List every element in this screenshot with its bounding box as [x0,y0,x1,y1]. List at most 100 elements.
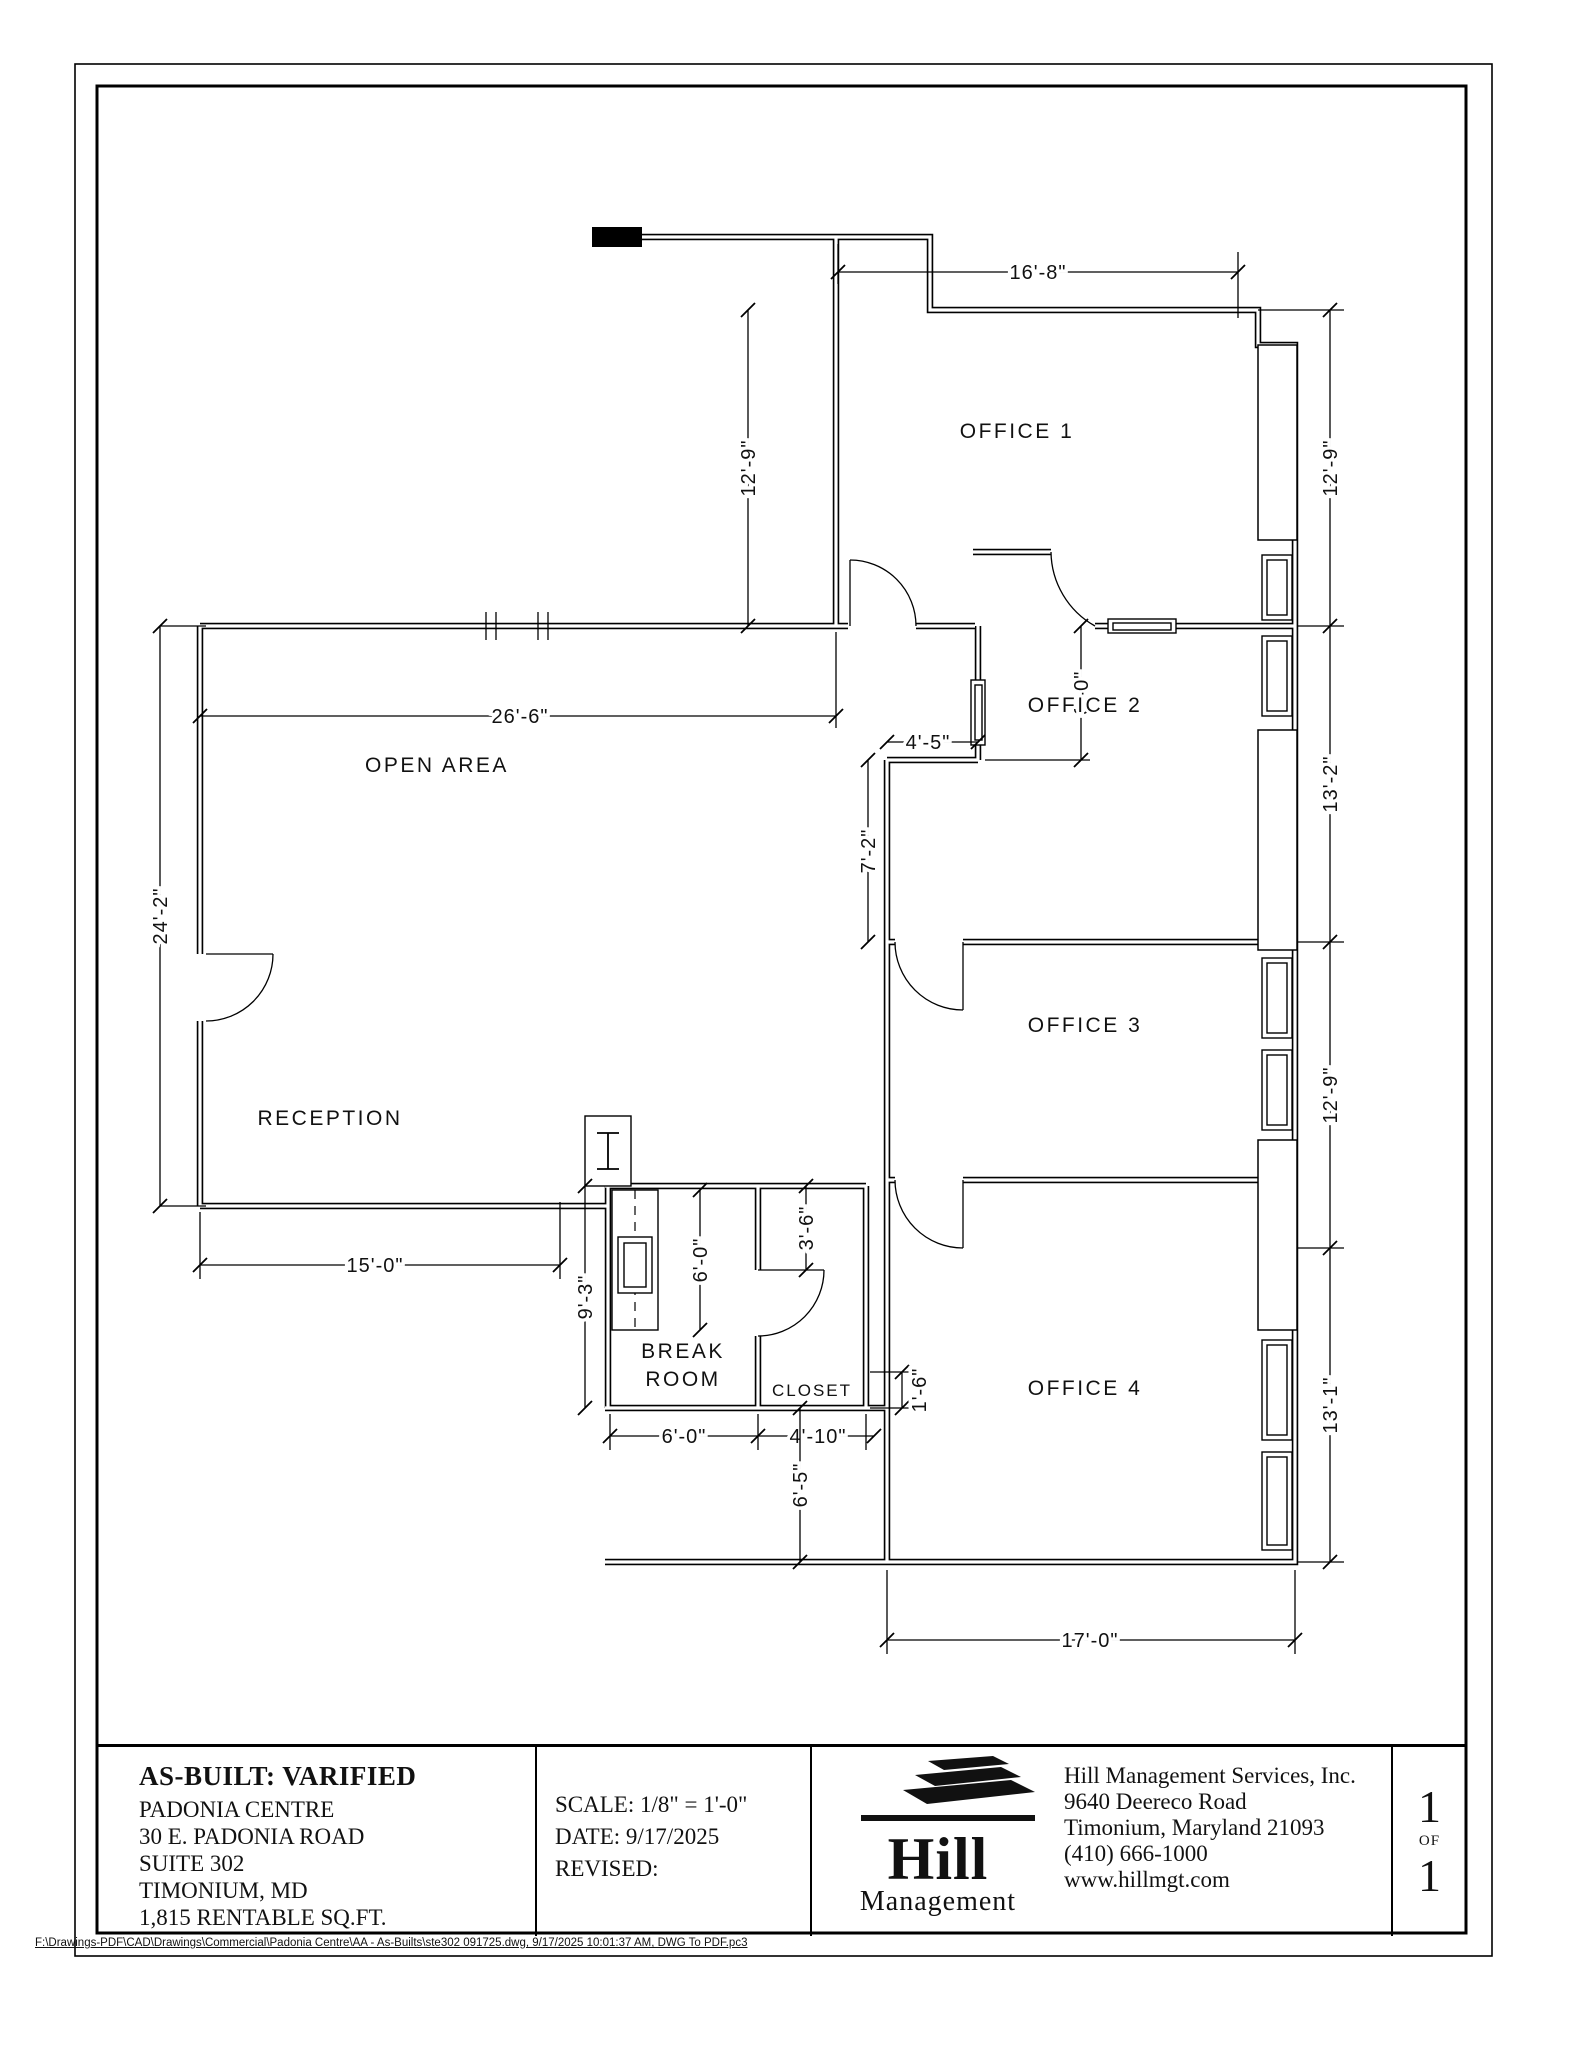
dim-entry-jog: 4'-5" [879,729,986,758]
dim-text: 15'-0" [347,1255,404,1277]
dim-text: 16'-8" [1010,262,1067,284]
rentable-area: 1,815 RENTABLE SQ.FT. [139,1905,387,1930]
sheet-number-box: 1 OF 1 [1393,1747,1466,1936]
dim-text: 12'-9" [738,440,760,497]
room-label-break-2: ROOM [645,1368,720,1391]
dim-office4-width: 17'-0" [879,1627,1303,1656]
company-city: Timonium, Maryland 21093 [1064,1815,1325,1840]
room-label-office4: OFFICE 4 [1028,1377,1143,1400]
right-wall-piers [1257,344,1298,1331]
dim-text: 12'-9" [1320,440,1342,497]
door-closet [757,1269,825,1337]
entry-sidelight [1107,618,1177,634]
dim-text: 4'-5" [906,732,951,754]
dim-reception-height: 24'-2" [147,618,176,1214]
company-website: www.hillmgt.com [1064,1867,1230,1892]
dim-entry-depth: 6'-0" [1068,618,1097,768]
title-block-scale-info: SCALE: 1/8" = 1'-0" DATE: 9/17/2025 REVI… [537,1747,812,1936]
party-wall-stub [592,227,642,247]
dim-office2-right: 13'-2" [1317,626,1346,950]
door-office3 [894,941,964,1011]
scale-note: SCALE: 1/8" = 1'-0" [555,1792,748,1817]
dim-text: 12'-9" [1320,1067,1342,1124]
dim-top-width: 16'-8" [830,259,1246,288]
dim-text: 17'-0" [1062,1630,1119,1652]
logo-subtitle: Management [859,1886,1017,1917]
dim-office1-left: 12'-9" [735,302,764,634]
room-labels: OFFICE 1 OFFICE 2 OFFICE 3 OFFICE 4 OPEN… [254,417,1143,1403]
room-label-office3: OFFICE 3 [1028,1014,1143,1037]
dim-closet-width: 4'-10" [758,1423,882,1452]
as-built-status: AS-BUILT: VARIFIED [139,1761,417,1791]
alcove-sidelight [970,679,986,746]
title-block: AS-BUILT: VARIFIED PADONIA CENTRE 30 E. … [97,1744,1466,1936]
dim-office1-right: 12'-9" [1317,302,1346,634]
dim-office4-right: 13'-1" [1317,1248,1346,1570]
room-label-office1: OFFICE 1 [960,420,1075,443]
door-office4 [894,1179,964,1249]
dim-closet-wall: 3'-6" [793,1178,822,1278]
door-office1 [849,559,917,627]
property-city: TIMONIUM, MD [139,1878,308,1903]
room-label-break-1: BREAK [641,1340,725,1363]
dim-text: 24'-2" [150,888,172,945]
window-office4-b [1261,1451,1293,1551]
dim-text: 7'-2" [858,829,880,874]
doors [205,551,1096,1337]
window-office3-a [1261,957,1293,1039]
break-room-counter [611,1189,659,1331]
dim-text: 6'-0" [1071,671,1093,716]
dim-text: 4'-10" [790,1426,847,1448]
date-note: DATE: 9/17/2025 [555,1824,720,1849]
revised-note: REVISED: [555,1856,659,1881]
dim-office3-right: 12'-9" [1317,942,1346,1256]
dim-open-width: 26'-6" [192,703,844,732]
dim-break-depth: 9'-3" [572,1178,601,1416]
sheet-number: 1 [1418,1781,1441,1832]
room-label-office2: OFFICE 2 [1028,694,1143,717]
dim-text: 13'-2" [1320,756,1342,813]
window-office4-a [1261,1339,1293,1441]
dim-text: 3'-6" [796,1206,818,1251]
logo-wordmark: Hill [887,1826,989,1892]
window-office2 [1261,635,1293,717]
door-reception [205,953,274,1022]
column-symbol [584,1115,632,1187]
window-office3-b [1261,1049,1293,1131]
property-suite: SUITE 302 [139,1851,245,1876]
hill-management-logo: Hill Management [812,1747,1064,1917]
windows [485,554,1293,1551]
dim-text: 13'-1" [1320,1377,1342,1434]
dim-text: 6'-0" [690,1238,712,1283]
room-label-open-area: OPEN AREA [365,754,509,777]
sheet-total: 1 [1418,1850,1441,1901]
room-label-reception: RECEPTION [257,1107,402,1130]
company-address-block: Hill Management Services, Inc. 9640 Deer… [1064,1747,1356,1893]
building-icon [861,1756,1035,1821]
dim-office2-wall: 7'-2" [855,752,884,950]
dim-closet-offset: 1'-6" [894,1364,935,1416]
dim-text: 26'-6" [492,706,549,728]
door-suite-entry [1050,551,1096,627]
dim-text: 6'-0" [662,1426,707,1448]
dim-text: 9'-3" [575,1275,597,1320]
company-name: Hill Management Services, Inc. [1064,1763,1356,1788]
sheet-borders [74,63,1493,1957]
property-address: 30 E. PADONIA ROAD [139,1824,365,1849]
room-label-closet: CLOSET [772,1381,852,1400]
company-street: 9640 Deereco Road [1064,1789,1247,1814]
dim-reception-width: 15'-0" [192,1252,568,1281]
extension-lines [160,244,1344,1654]
title-block-project-info: AS-BUILT: VARIFIED PADONIA CENTRE 30 E. … [97,1747,537,1936]
property-name: PADONIA CENTRE [139,1797,335,1822]
window-ticks-open-area [485,612,549,640]
file-path-footer: F:\Drawings-PDF\CAD\Drawings\Commercial\… [35,1937,748,1949]
dim-text: 1'-6" [909,1368,931,1413]
dim-office4-left: 6'-5" [787,1400,816,1570]
dim-break-width: 6'-0" [602,1423,766,1452]
company-phone: (410) 666-1000 [1064,1841,1208,1866]
title-block-company: Hill Management Hill Management Services… [812,1747,1393,1936]
sheet-of-label: OF [1418,1833,1441,1849]
